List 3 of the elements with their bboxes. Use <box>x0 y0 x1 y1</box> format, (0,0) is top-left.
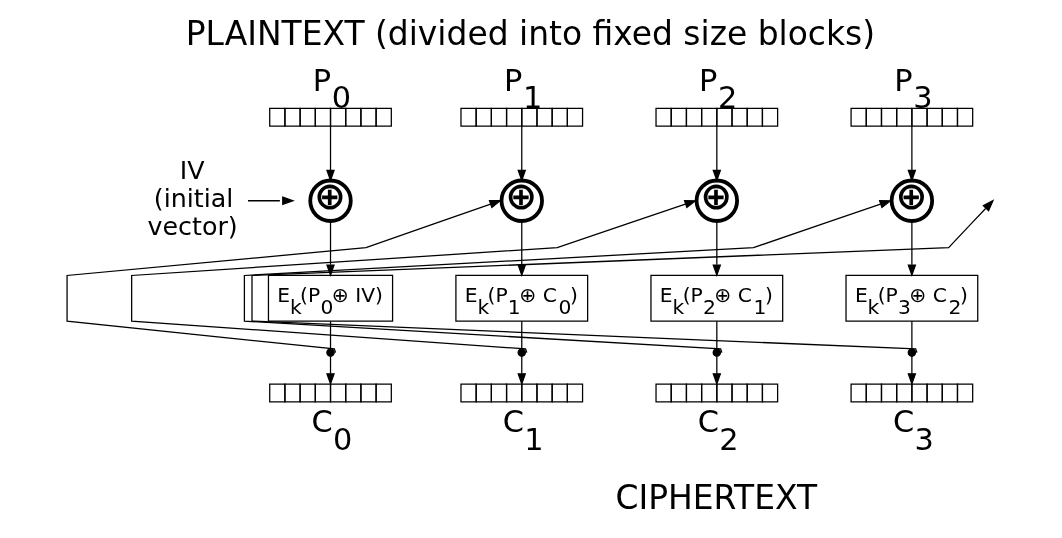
caption: CIPHERTEXT <box>615 478 817 518</box>
node-text: IV (initial vector) <box>146 155 238 241</box>
diagram-title: PLAINTEXT (divided into fixed size blocks) <box>185 13 875 53</box>
